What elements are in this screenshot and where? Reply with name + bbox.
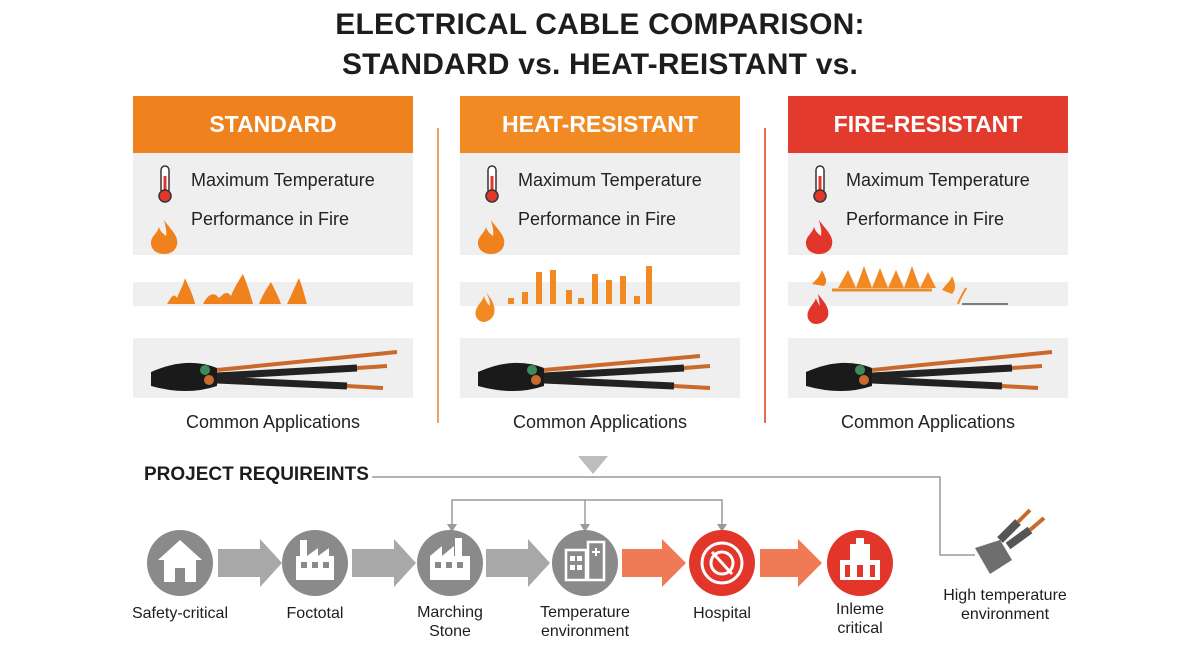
fire-chart-band <box>460 282 740 306</box>
feature-fire-performance: Performance in Fire <box>846 209 1005 229</box>
feature-max-temp: Maximum Temperature <box>846 170 1030 190</box>
column-divider <box>764 128 766 423</box>
cable-icon <box>806 350 1053 391</box>
fire-performance-chart <box>807 266 1008 324</box>
feature-band <box>460 153 740 255</box>
end-label: High temperature environment <box>943 587 1067 623</box>
cable-icon <box>478 354 711 391</box>
fire-target-icon <box>689 530 755 596</box>
common-applications: Common Applications <box>840 412 1016 432</box>
house-icon <box>147 530 213 596</box>
feature-max-temp: Maximum Temperature <box>518 170 702 190</box>
feature-fire-performance: Performance in Fire <box>518 209 677 229</box>
step-label: Safety-critical <box>131 605 229 622</box>
building-icon <box>827 530 893 596</box>
page-subtitle: STANDARD vs. HEAT-REISTANT vs. <box>341 48 859 81</box>
flow-arrow <box>352 539 416 587</box>
column-header: HEAT-RESISTANT <box>460 96 740 153</box>
flow-arrow <box>486 539 550 587</box>
column-header: STANDARD <box>133 96 413 153</box>
step-label: Foctotal <box>286 605 344 622</box>
step-label: Marching Stone <box>417 604 483 640</box>
flame-icon <box>478 220 505 254</box>
step-label: Temperature environment <box>540 604 630 640</box>
column-standard: STANDARD Maximum Temperature Performance… <box>133 96 413 432</box>
flow-arrow <box>622 539 686 587</box>
feature-fire-performance: Performance in Fire <box>191 209 350 229</box>
flame-icon <box>806 220 833 254</box>
page-title: ELECTRICAL CABLE COMPARISON: <box>335 8 865 41</box>
flow-arrow <box>760 539 822 587</box>
step-label: Inleme critical <box>835 601 885 637</box>
column-heat-resistant: HEAT-RESISTANT Maximum Temperature Perfo… <box>460 96 740 432</box>
cable-icon <box>151 350 398 391</box>
cable-plug-icon <box>975 508 1046 574</box>
feature-max-temp: Maximum Temperature <box>191 170 375 190</box>
common-applications: Common Applications <box>185 412 361 432</box>
project-requirements-title: PROJECT REQUIREINTS <box>144 464 369 485</box>
factory-icon <box>417 530 483 596</box>
thermometer-icon <box>485 165 499 203</box>
column-fire-resistant: FIRE-RESISTANT Maximum Temperature Perfo… <box>788 96 1068 432</box>
feature-band <box>788 153 1068 255</box>
step-label: Hospital <box>693 605 751 622</box>
feature-band <box>133 153 413 255</box>
column-header: FIRE-RESISTANT <box>788 96 1068 153</box>
thermometer-icon <box>158 165 172 203</box>
hospital-building-icon <box>552 530 618 596</box>
fire-performance-chart <box>147 274 307 304</box>
thermometer-icon <box>813 165 827 203</box>
common-applications: Common Applications <box>512 412 688 432</box>
column-divider <box>437 128 439 423</box>
flame-icon <box>151 220 178 254</box>
fire-performance-chart <box>475 266 652 322</box>
factory-icon <box>282 530 348 596</box>
flow-arrow <box>218 539 282 587</box>
